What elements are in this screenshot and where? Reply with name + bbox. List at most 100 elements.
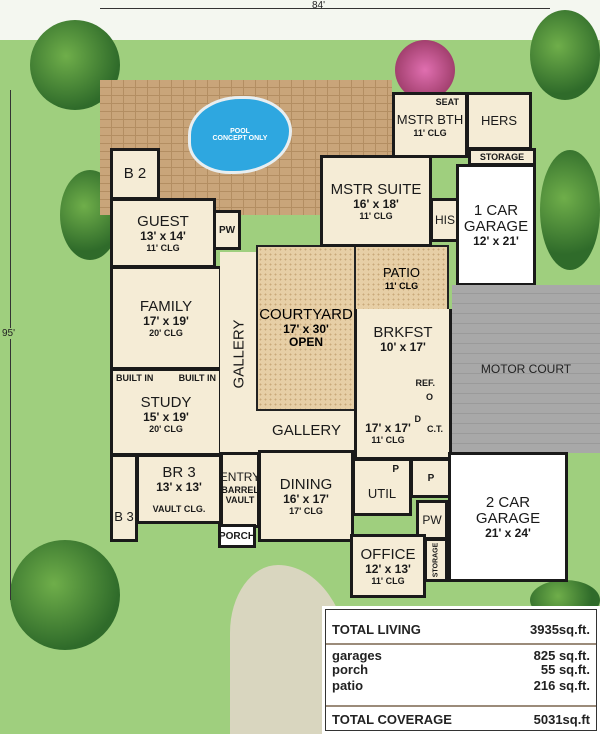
pool-label: POOL: [230, 128, 250, 135]
room-name: 2 CAR GARAGE: [475, 493, 541, 527]
porch: PORCH: [218, 524, 256, 548]
flower-bush: [395, 40, 455, 100]
row-value: 5031sq.ft: [533, 712, 590, 727]
table-row: garages 825 sq.ft.: [332, 649, 590, 663]
room-name: GALLERY: [272, 422, 341, 439]
divider: [326, 643, 596, 645]
tree: [10, 540, 120, 650]
tree: [540, 150, 600, 270]
room-kitchen: REF. O D C.T. 17' x 17'11' CLG: [354, 370, 452, 460]
room-name: BR 3: [162, 463, 196, 481]
room-ceiling: 20' CLG: [149, 424, 183, 434]
width-dimension-line: [100, 8, 550, 9]
room-size: 16' x 17': [283, 491, 329, 506]
room-name: MSTR BTH: [396, 112, 464, 127]
room-ceiling: 11' CLG: [146, 242, 180, 253]
seat-label: SEAT: [435, 97, 459, 107]
room-name: B 2: [123, 165, 147, 182]
room-b3: B 3: [110, 454, 138, 542]
room-name: 1 CAR GARAGE: [463, 201, 529, 235]
depth-dimension-line: [10, 90, 11, 600]
refrigerator-label: REF.: [415, 378, 435, 388]
room-size: 21' x 24': [485, 525, 531, 540]
pantry-label: P: [392, 464, 399, 475]
dishwasher-label: D: [414, 414, 422, 424]
row-value: 55 sq.ft.: [540, 662, 590, 677]
room-b2: B 2: [110, 148, 160, 200]
gallery-vertical: GALLERY: [220, 252, 258, 455]
room-ceiling: 11' CLG: [384, 281, 419, 291]
room-ceiling: BARREL VAULT: [221, 485, 259, 505]
room-size: 17' x 19': [143, 313, 189, 328]
total-coverage-row: TOTAL COVERAGE 5031sq.ft: [332, 713, 590, 727]
room-storage-bottom: STORAGE: [424, 538, 448, 582]
motor-court: MOTOR COURT: [452, 285, 600, 453]
countertop-label: C.T.: [426, 424, 443, 434]
row-label: patio: [332, 678, 364, 693]
room-ceiling: OPEN: [288, 335, 323, 349]
row-value: 825 sq.ft.: [533, 648, 590, 663]
gallery-horizontal: GALLERY: [258, 410, 355, 452]
depth-dimension: 95': [2, 328, 16, 339]
pantry-label: P: [427, 472, 435, 484]
room-ceiling: 11' CLG: [413, 128, 447, 138]
divider: [326, 705, 596, 707]
room-name: FAMILY: [139, 297, 193, 315]
row-label: TOTAL COVERAGE: [332, 712, 452, 727]
room-size: 13' x 14': [140, 228, 186, 243]
room-size: 17' x 17': [365, 421, 411, 435]
room-size: 10' x 17': [380, 340, 426, 354]
room-size: 12' x 13': [365, 561, 411, 576]
built-in-label: BUILT IN: [178, 373, 216, 383]
row-label: garages: [332, 648, 382, 663]
room-name: HERS: [480, 113, 518, 128]
room-name: PW: [218, 224, 236, 236]
room-name: STORAGE: [479, 152, 525, 162]
room-name: STORAGE: [432, 542, 439, 578]
room-name: GUEST: [137, 212, 189, 230]
row-label: porch: [332, 662, 369, 677]
room-name: GALLERY: [230, 319, 247, 388]
room-ceiling: 17' CLG: [289, 505, 323, 516]
room-name: ENTRY: [219, 470, 261, 484]
room-name: DINING: [279, 475, 333, 493]
room-name: B 3: [114, 509, 134, 524]
room-ceiling: 11' CLG: [359, 210, 393, 221]
oven-label: O: [425, 392, 433, 402]
table-row: patio 216 sq.ft.: [332, 679, 590, 693]
room-ceiling: 11' CLG: [371, 575, 405, 586]
table-row: porch 55 sq.ft.: [332, 663, 590, 677]
room-name: COURTYARD: [259, 306, 353, 323]
room-name: BRKFST: [373, 324, 433, 341]
room-his-closet: HIS: [430, 198, 460, 242]
room-ceiling: VAULT CLG.: [152, 503, 206, 514]
room-size: 15' x 19': [143, 410, 189, 424]
room-size: 17' x 30': [283, 322, 329, 336]
room-name: MOTOR COURT: [480, 362, 572, 376]
width-dimension: 84': [312, 0, 326, 11]
pool-note: CONCEPT ONLY: [212, 135, 268, 142]
room-size: 12' x 21': [473, 233, 519, 248]
room-name: OFFICE: [360, 545, 416, 563]
row-value: 216 sq.ft.: [533, 678, 590, 693]
room-name: HIS: [434, 213, 455, 227]
room-pantry: P: [410, 458, 452, 498]
